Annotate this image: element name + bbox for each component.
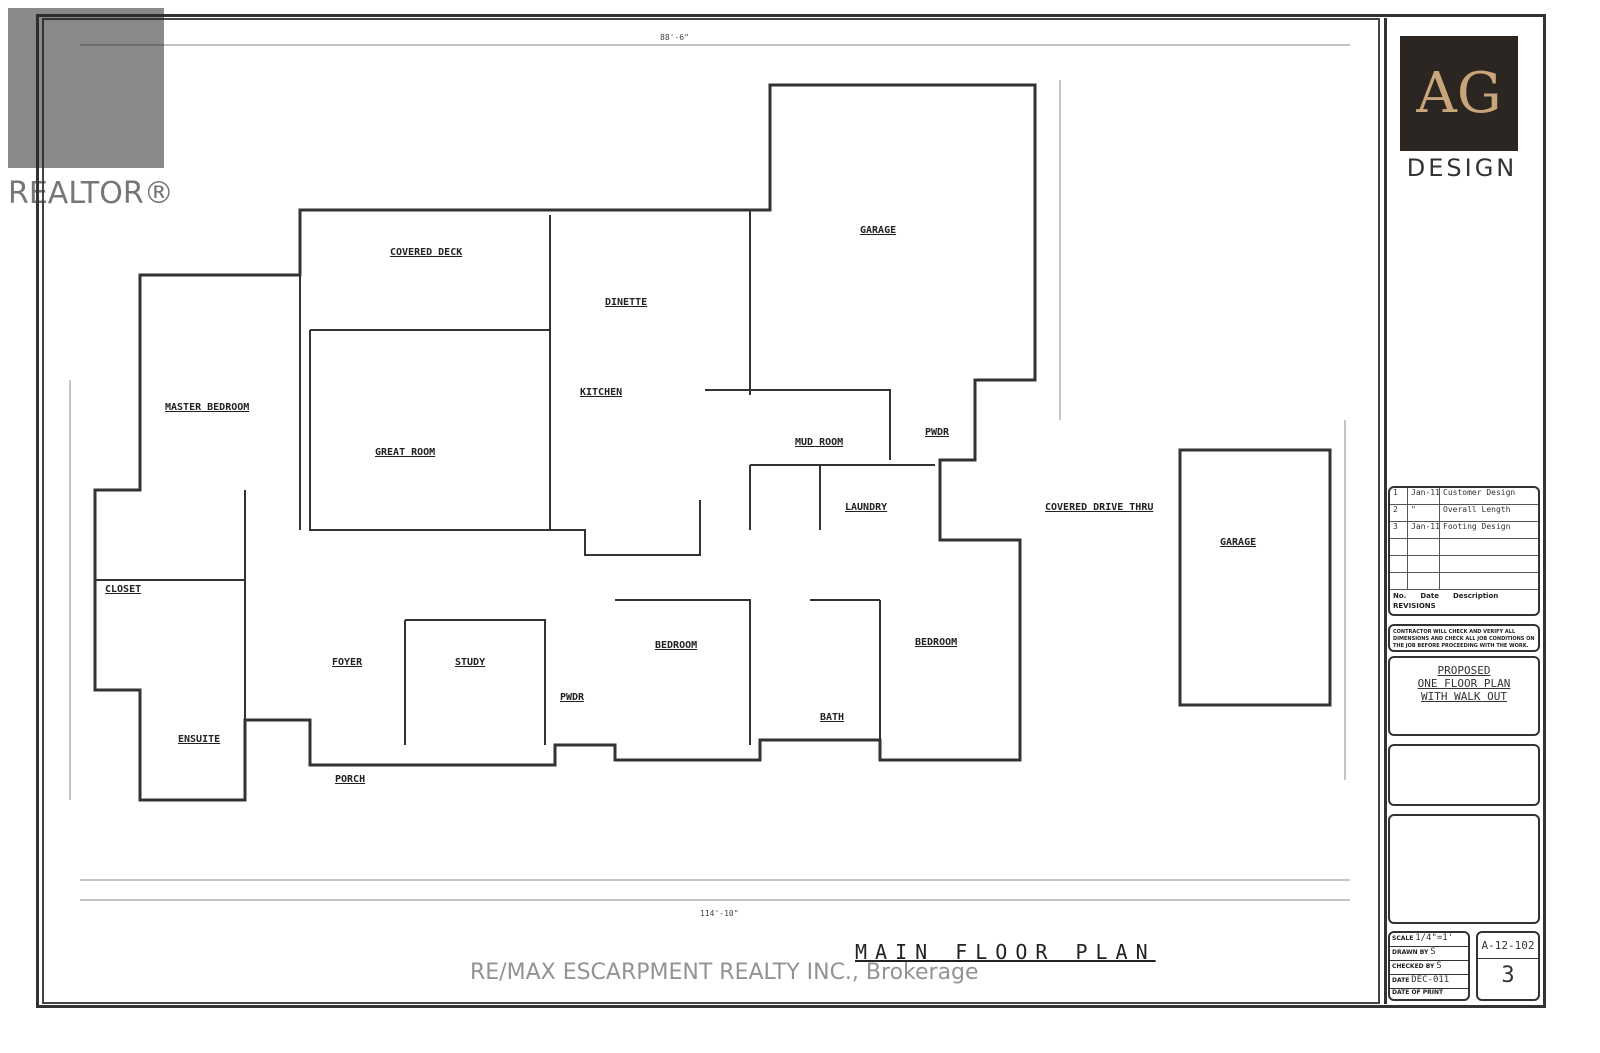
rev-no: 1 <box>1390 488 1408 504</box>
rev-no: 3 <box>1390 522 1408 538</box>
realtor-text: REALTOR® <box>8 176 174 211</box>
room-mud-room: MUD ROOM <box>795 437 843 448</box>
date-value: DEC-011 <box>1411 975 1450 985</box>
overall-top-dim: 88'-6" <box>660 33 689 42</box>
wall-garage-2 <box>1178 448 1332 707</box>
ag-design-logo: AG DESIGN <box>1400 36 1524 182</box>
room-bath: BATH <box>820 712 844 723</box>
title-block <box>1384 18 1545 1004</box>
rev-header-desc: Description <box>1452 592 1499 600</box>
sheet-number: 3 <box>1501 963 1515 988</box>
room-covered-deck: COVERED DECK <box>390 247 462 258</box>
wall-outline <box>93 83 1037 802</box>
rev-desc: Customer Design <box>1443 488 1516 497</box>
logo-text: DESIGN <box>1406 154 1518 182</box>
drawing-area-border <box>42 18 1380 1004</box>
room-powder-2: PWDR <box>560 692 585 703</box>
print-label: DATE OF PRINT <box>1392 989 1444 996</box>
project-line-2: ONE FLOOR PLAN <box>1417 677 1511 690</box>
realtor-watermark: REALTOR® <box>8 8 174 213</box>
project-line-1: PROPOSED <box>1437 664 1491 677</box>
rev-header-date: Date <box>1420 592 1439 600</box>
revisions-label: REVISIONS <box>1393 602 1436 610</box>
logo-monogram: AG <box>1400 36 1518 151</box>
checked-label: CHECKED BY <box>1392 963 1435 970</box>
overall-bottom-dim: 114'-10" <box>700 909 739 918</box>
project-name-box: PROPOSED ONE FLOOR PLAN WITH WALK OUT <box>1388 656 1540 736</box>
room-laundry: LAUNDRY <box>845 502 887 513</box>
wall-interior <box>95 210 935 745</box>
checked-value: S <box>1436 961 1442 971</box>
rev-desc: Footing Design <box>1443 522 1511 531</box>
drawing-title: MAIN FLOOR PLAN <box>855 940 1156 964</box>
room-powder-1: PWDR <box>925 427 950 438</box>
drawn-value: S <box>1430 947 1436 957</box>
room-porch: PORCH <box>335 774 365 785</box>
drawing-sheet-border <box>36 14 1546 1008</box>
drawing-number: A-12-102 <box>1478 933 1538 959</box>
scale-label: SCALE <box>1392 935 1414 942</box>
room-master-bedroom: MASTER BEDROOM <box>165 402 249 413</box>
room-ensuite: ENSUITE <box>178 734 220 745</box>
room-kitchen: KITCHEN <box>580 387 622 398</box>
rev-date: Jan-11 <box>1408 522 1440 538</box>
room-bedroom-2: BEDROOM <box>915 637 957 648</box>
drawn-label: DRAWN BY <box>1392 949 1429 956</box>
rev-desc: Overall Length <box>1443 505 1511 514</box>
rev-no: 2 <box>1390 505 1408 521</box>
drawing-info-box: SCALE 1/4"=1' DRAWN BY S CHECKED BY S DA… <box>1388 931 1470 1001</box>
realtor-logo-icon <box>8 8 164 168</box>
room-bedroom-1: BEDROOM <box>655 640 697 651</box>
rev-header-no: No. <box>1393 592 1407 600</box>
room-covered-drive: COVERED DRIVE THRU <box>1045 502 1153 513</box>
rev-date: " <box>1408 505 1440 521</box>
room-garage-2: GARAGE <box>1220 537 1256 548</box>
room-great-room: GREAT ROOM <box>375 447 435 458</box>
brokerage-watermark: RE/MAX ESCARPMENT REALTY INC., Brokerage <box>470 960 979 985</box>
room-foyer: FOYER <box>332 657 363 668</box>
rev-date: Jan-11 <box>1408 488 1440 504</box>
floor-plan: 88'-6" 114'-10" COVERED DECK DINETTE GAR… <box>69 33 1350 918</box>
contractor-note: CONTRACTOR WILL CHECK AND VERIFY ALL DIM… <box>1388 624 1540 652</box>
blank-box-2 <box>1388 814 1540 924</box>
date-label: DATE <box>1392 977 1410 984</box>
scale-value: 1/4"=1' <box>1415 933 1454 943</box>
room-closet: CLOSET <box>105 584 141 595</box>
blank-box-1 <box>1388 744 1540 806</box>
room-study: STUDY <box>455 657 485 668</box>
sheet-number-box: A-12-102 3 <box>1476 931 1540 1001</box>
room-garage-1: GARAGE <box>860 225 896 236</box>
room-dinette: DINETTE <box>605 297 647 308</box>
project-line-3: WITH WALK OUT <box>1420 690 1508 703</box>
